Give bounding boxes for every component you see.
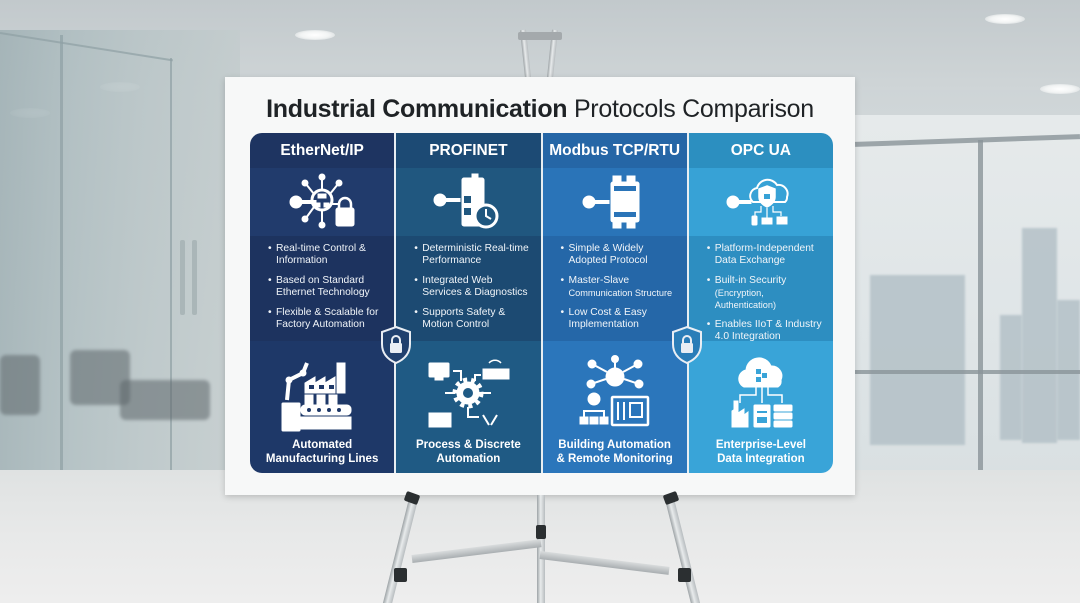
protocol-comparison-grid: EtherNet/IP Real-time Control &Informati… [250,133,833,473]
feature-list: Real-time Control &Information Based on … [250,236,395,341]
city-building [870,275,965,445]
feature-item: Supports Safety &Motion Control [414,307,532,331]
ceiling-light [295,30,335,40]
building-network-panel-icon [570,351,660,439]
door-handle [180,240,185,315]
gear-process-flow-icon [423,351,513,439]
column-header: Modbus TCP/RTU [542,133,687,168]
robot-factory-conveyor-icon [277,351,367,439]
easel-joint [536,525,546,539]
column-ethernet-ip: EtherNet/IP Real-time Control &Informati… [250,133,395,473]
ceiling-light [985,14,1025,24]
chair [120,380,210,420]
chair [0,355,40,415]
feature-item: Real-time Control &Information [268,243,386,267]
glass-frame [170,58,172,558]
column-header: EtherNet/IP [250,133,395,168]
poster-board: Industrial Communication Protocols Compa… [225,77,855,495]
feature-item: Built-in Security(Encryption, Authentica… [707,275,825,311]
glass-frame [60,35,63,565]
shield-lock-icon [670,325,704,365]
column-profinet: PROFINET Deterministic Real-timePerforma… [394,133,541,473]
column-header: PROFINET [396,133,541,168]
window-frame [978,140,983,470]
city-building [1022,228,1057,443]
ceiling-light [1040,84,1080,94]
easel-collar [394,568,407,582]
city-building [1000,315,1022,440]
easel-leg-center [537,495,545,603]
key-rail-module-icon [542,168,687,236]
shield-lock-icon [379,325,413,365]
door-handle [192,240,197,315]
title-regular: Protocols Comparison [573,95,814,123]
network-key-lock-icon [250,168,395,236]
cloud-enterprise-data-icon [716,351,806,439]
column-header: OPC UA [688,133,833,168]
poster-title: Industrial Communication Protocols Compa… [225,95,855,124]
cloud-shield-devices-icon [688,168,833,236]
device-key-clock-icon [396,168,541,236]
title-bold: Industrial Communication [266,95,568,123]
use-case-label: Building Automation& Remote Monitoring [556,439,673,465]
window-frame [855,370,1080,374]
use-case: Building Automation& Remote Monitoring [542,341,687,473]
easel-top-clamp [518,32,562,40]
easel-collar [678,568,691,582]
